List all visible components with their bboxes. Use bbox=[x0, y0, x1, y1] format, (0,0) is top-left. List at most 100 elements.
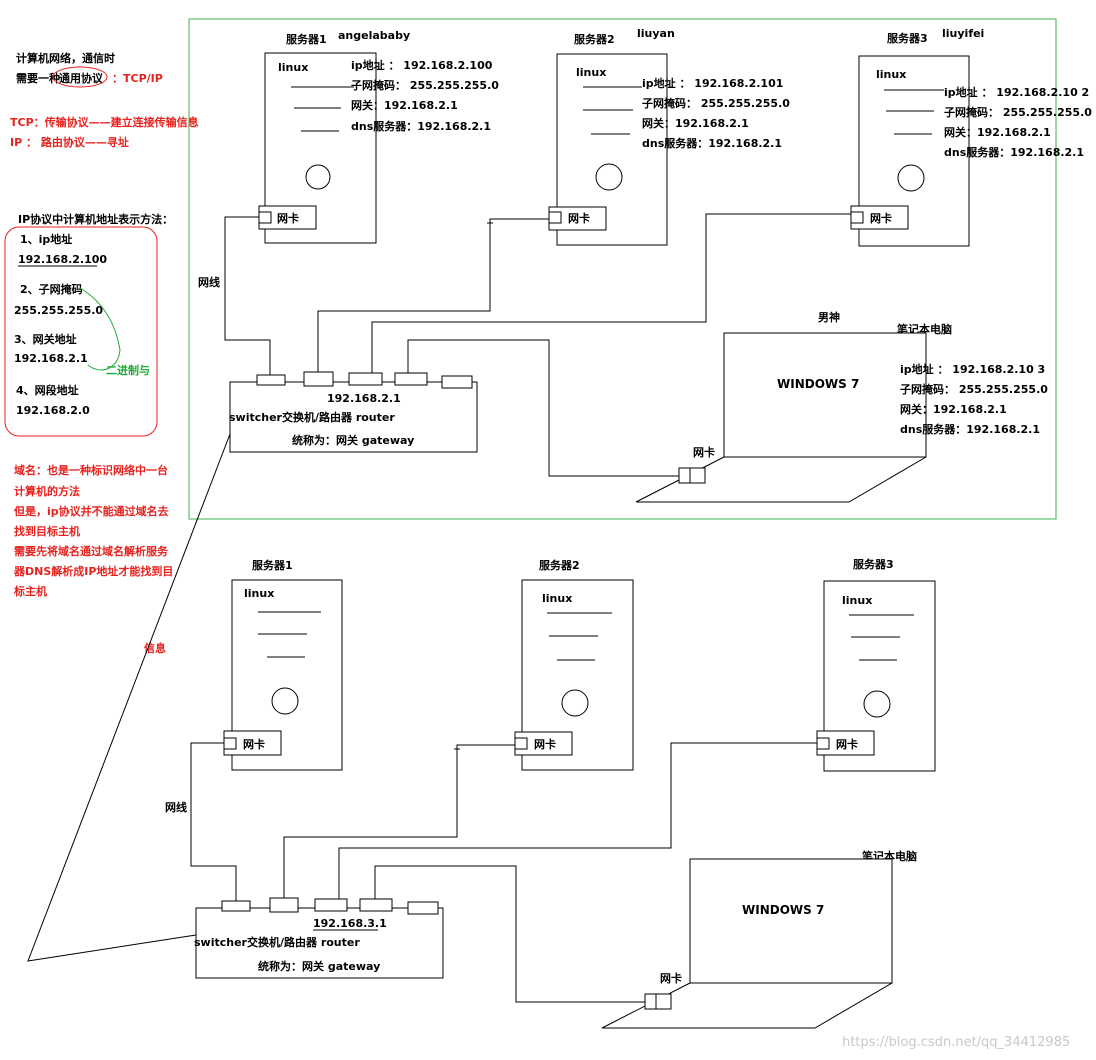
server-label: 服务器2 bbox=[574, 32, 615, 46]
server-ip: ip地址 ： 192.168.2.100 bbox=[351, 58, 493, 72]
domain-line: 器DNS解析成IP地址才能找到目 bbox=[13, 564, 173, 578]
switch-port bbox=[407, 901, 439, 915]
laptop-nic-port bbox=[678, 467, 706, 484]
server-os: linux bbox=[244, 587, 274, 600]
domain-line: 域名：也是一种标识网络中一台 bbox=[14, 463, 168, 477]
power-button-icon bbox=[561, 689, 589, 717]
switch-body bbox=[229, 381, 478, 453]
server-os: linux bbox=[542, 592, 572, 605]
repr-item1-val: 192.168.2.100 bbox=[18, 253, 107, 266]
laptop-nic-port bbox=[644, 993, 672, 1010]
server-label: 服务器2 bbox=[539, 558, 580, 572]
left-notes: 计算机网络，通信时 需要一种 通用协议 ：TCP/IP TCP：传输协议——建立… bbox=[4, 51, 199, 655]
server-mask: 子网掩码： 255.255.255.0 bbox=[351, 78, 499, 92]
laptop-ip: ip地址 ： 192.168.2.10 3 bbox=[900, 362, 1045, 376]
server-os: linux bbox=[576, 66, 606, 79]
highlight-circle bbox=[52, 66, 108, 88]
laptop-gateway: 网关：192.168.2.1 bbox=[900, 402, 1007, 416]
nic-port-icon bbox=[514, 737, 528, 750]
server-user: liuyan bbox=[637, 27, 675, 40]
server-user: angelababy bbox=[338, 29, 410, 42]
server-os: linux bbox=[278, 61, 308, 74]
binary-and-bracket bbox=[79, 287, 121, 371]
switch-alias: 统称为：网关 gateway bbox=[258, 959, 380, 973]
laptop-owner: 男神 bbox=[818, 310, 840, 324]
nic-port-icon bbox=[816, 737, 830, 750]
domain-line: 标主机 bbox=[13, 584, 47, 598]
laptop-dns: dns服务器：192.168.2.1 bbox=[900, 422, 1040, 436]
cable-label: 网线 bbox=[198, 275, 220, 289]
cable-server2 bbox=[283, 744, 515, 898]
top-network-boundary bbox=[188, 18, 1057, 520]
server-label: 服务器3 bbox=[853, 557, 894, 571]
server-label: 服务器3 bbox=[887, 31, 928, 45]
note-line2c: ：TCP/IP bbox=[112, 72, 163, 85]
note-line1: 计算机网络，通信时 bbox=[16, 51, 115, 65]
bottom-server-3: 服务器3 linux 网卡 bbox=[816, 557, 936, 772]
switch-port bbox=[221, 900, 251, 912]
server-mask: 子网掩码： 255.255.255.0 bbox=[944, 105, 1092, 119]
nic-port-icon bbox=[258, 211, 272, 224]
cable-server3 bbox=[371, 213, 851, 373]
info-note: 信息 bbox=[144, 641, 166, 655]
top-server-3: 服务器3 liuyifei linux 网卡 ip地址 ： 192.168.2.… bbox=[850, 27, 1092, 247]
server-ip: ip地址 ： 192.168.2.101 bbox=[642, 76, 783, 90]
server-dns: dns服务器：192.168.2.1 bbox=[351, 119, 491, 133]
switch-port bbox=[303, 371, 334, 387]
repr-item2: 2、子网掩码 bbox=[20, 282, 83, 296]
domain-line: 计算机的方法 bbox=[14, 484, 80, 498]
switch-ip: 192.168.2.1 bbox=[327, 392, 401, 405]
top-server-2: 服务器2 liuyan linux 网卡 ip地址 ： 192.168.2.10… bbox=[548, 27, 790, 246]
repr-item4-val: 192.168.2.0 bbox=[16, 404, 90, 417]
switch-name: switcher交换机/路由器 router bbox=[229, 410, 395, 424]
top-laptop: 男神 笔记本电脑 WINDOWS 7 网卡 ip地址 ： 192.168.2.1… bbox=[635, 310, 1048, 503]
domain-line: 需要先将域名通过域名解析服务 bbox=[14, 544, 169, 558]
top-cables: 网线 bbox=[198, 213, 851, 477]
power-button-icon bbox=[897, 164, 925, 192]
bottom-switch: 192.168.3.1 switcher交换机/路由器 router 统称为：网… bbox=[194, 897, 444, 979]
bottom-server-2: 服务器2 linux 网卡 bbox=[514, 558, 634, 771]
note-tcp: TCP：传输协议——建立连接传输信息 bbox=[10, 115, 199, 129]
nic-label: 网卡 bbox=[836, 737, 858, 751]
laptop-os: WINDOWS 7 bbox=[777, 377, 859, 391]
switch-port bbox=[269, 897, 299, 913]
server-label: 服务器1 bbox=[286, 32, 327, 46]
switch-ip: 192.168.3.1 bbox=[313, 917, 387, 930]
power-button-icon bbox=[863, 690, 891, 718]
laptop-mask: 子网掩码： 255.255.255.0 bbox=[900, 382, 1048, 396]
cable-server1 bbox=[190, 742, 237, 901]
cable-server3 bbox=[338, 742, 817, 899]
server-os: linux bbox=[842, 594, 872, 607]
nic-label: 网卡 bbox=[243, 737, 265, 751]
server-dns: dns服务器：192.168.2.1 bbox=[642, 136, 782, 150]
bottom-server-1: 服务器1 linux 网卡 bbox=[223, 558, 343, 771]
cable-laptop bbox=[374, 865, 646, 1003]
inter-network-link bbox=[27, 433, 231, 962]
server-gateway: 网关：192.168.2.1 bbox=[642, 116, 749, 130]
nic-port-icon bbox=[850, 211, 864, 224]
server-gateway: 网关：192.168.2.1 bbox=[944, 125, 1051, 139]
cable-label: 网线 bbox=[165, 800, 187, 814]
repr-box bbox=[4, 226, 158, 437]
repr-title: IP协议中计算机地址表示方法： bbox=[18, 212, 173, 226]
cable-laptop bbox=[407, 339, 680, 477]
nic-label: 网卡 bbox=[534, 737, 556, 751]
cable-server1 bbox=[224, 216, 271, 375]
nic-label: 网卡 bbox=[277, 211, 299, 225]
switch-alias: 统称为：网关 gateway bbox=[292, 433, 414, 447]
note-ip: IP ： 路由协议——寻址 bbox=[10, 135, 129, 149]
server-tower bbox=[858, 55, 970, 247]
laptop-nic-label: 网卡 bbox=[660, 971, 682, 985]
top-server-1: 服务器1 angelababy linux 网卡 ip地址 ： 192.168.… bbox=[258, 29, 499, 244]
repr-item1: 1、ip地址 bbox=[20, 232, 72, 246]
switch-port bbox=[359, 898, 393, 912]
bottom-laptop: 笔记本电脑 WINDOWS 7 网卡 bbox=[601, 849, 917, 1029]
note-line2a: 需要一种 bbox=[16, 71, 60, 85]
power-button-icon bbox=[595, 163, 623, 191]
top-switch: 192.168.2.1 switcher交换机/路由器 router 统称为：网… bbox=[229, 371, 478, 453]
switch-port bbox=[441, 375, 473, 389]
repr-item2-val: 255.255.255.0 bbox=[14, 304, 103, 317]
domain-line: 找到目标主机 bbox=[14, 524, 80, 538]
repr-item4: 4、网段地址 bbox=[16, 383, 79, 397]
